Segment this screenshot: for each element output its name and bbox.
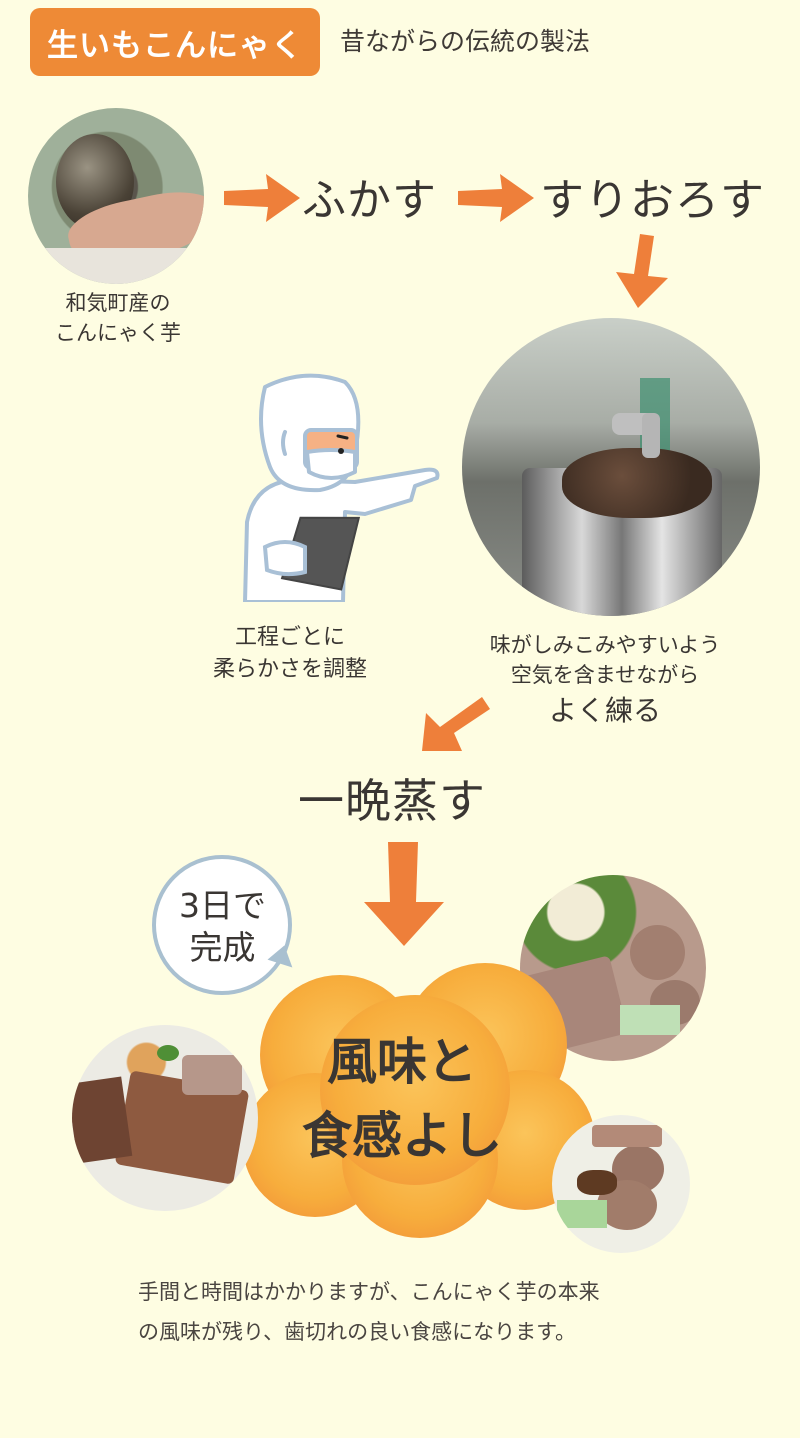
cloud-line: 食感よし [302,1107,502,1165]
caption-line: 空気を含ませながら [510,663,700,687]
caption-line: 味がしみこみやすいよう [489,633,721,657]
description-line: の風味が残り、歯切れの良い食感になります。 [138,1320,577,1344]
arrow-down-icon [612,232,672,310]
konjac-potato-photo [28,108,204,284]
caption-line: よく練る [548,694,661,727]
arrow-down-icon [360,838,448,950]
section-subtitle: 昔ながらの伝統の製法 [340,27,591,56]
caption-line: 和気町産の [65,291,171,315]
flavor-texture-text: 風味と 食感よし [282,1025,522,1173]
kneading-caption: 味がしみこみやすいよう 空気を含ませながら よく練る [460,630,750,726]
konjac-dish-photo [72,1025,258,1211]
konjac-potato-caption: 和気町産の こんにゃく芋 [30,288,206,348]
caption-line: 柔らかさを調整 [212,657,367,682]
description-text: 手間と時間はかかりますが、こんにゃく芋の本来 の風味が残り、歯切れの良い食感にな… [138,1272,678,1352]
speech-bubble [152,855,292,995]
bubble-line: 3日で [179,886,266,925]
caption-line: こんにゃく芋 [55,321,181,345]
step-steam: ふかす [302,175,437,226]
arrow-right-icon [456,172,536,224]
arrow-right-icon [222,172,302,224]
step-grate: すりおろす [540,175,765,226]
worker-illustration [225,372,450,604]
category-badge: 生いもこんにゃく [30,8,320,76]
description-line: 手間と時間はかかりますが、こんにゃく芋の本来 [138,1280,600,1304]
bubble-line: 完成 [189,928,256,967]
caption-line: 工程ごとに [234,625,345,650]
arrow-down-left-icon [410,695,490,755]
worker-caption: 工程ごとに 柔らかさを調整 [180,622,400,686]
step-steam-overnight: 一晩蒸す [298,774,486,828]
speech-bubble-text: 3日で 完成 [160,885,285,969]
oden-photo-small [552,1115,690,1253]
cloud-line: 風味と [327,1033,477,1091]
kneading-machine-photo [462,318,760,616]
